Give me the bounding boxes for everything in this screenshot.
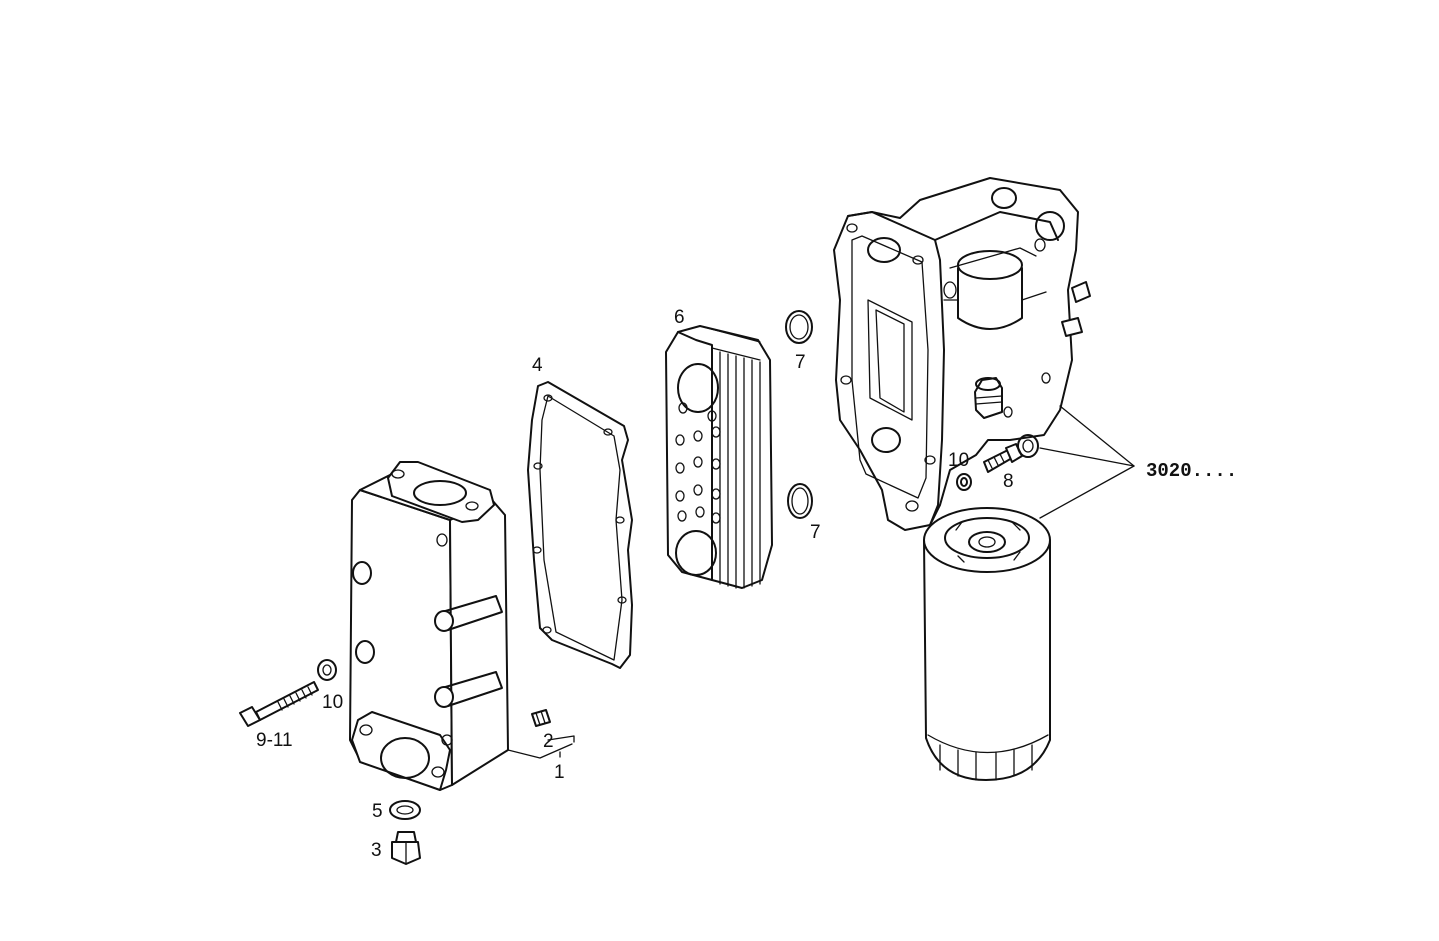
- cooler-gasket: [527, 381, 633, 669]
- seal-ring-right: [1017, 434, 1039, 458]
- bolt-9-11: [239, 681, 319, 727]
- label-part-10-right: 10: [948, 450, 969, 471]
- label-part-10-left: 10: [322, 692, 343, 713]
- o-ring-lower: [787, 483, 813, 519]
- label-part-4: 4: [532, 355, 543, 376]
- label-part-1: 1: [554, 762, 565, 783]
- assembly-leader-lines: [1039, 405, 1135, 519]
- label-part-9-11: 9-11: [256, 730, 293, 751]
- label-part-6: 6: [674, 307, 685, 328]
- o-ring-upper: [785, 310, 813, 344]
- washer-10-right: [956, 473, 972, 491]
- oil-filter-cartridge: [923, 507, 1051, 781]
- washer-10-left: [317, 659, 337, 681]
- drain-plug-3: [391, 831, 421, 865]
- label-assembly-3020: 3020....: [1146, 460, 1237, 482]
- label-part-3: 3: [371, 840, 382, 861]
- cooler-cover-housing: [349, 461, 573, 791]
- dowel-pin-2: [531, 709, 575, 743]
- bolt-8: [983, 443, 1023, 473]
- sealing-washer-5: [389, 800, 421, 820]
- filter-head-housing: [833, 177, 1091, 531]
- label-part-8: 8: [1003, 471, 1014, 492]
- label-part-2: 2: [543, 731, 554, 752]
- label-part-7-top: 7: [795, 352, 806, 373]
- label-part-5: 5: [372, 801, 383, 822]
- oil-cooler-core: [665, 325, 773, 589]
- label-part-7-bottom: 7: [810, 522, 821, 543]
